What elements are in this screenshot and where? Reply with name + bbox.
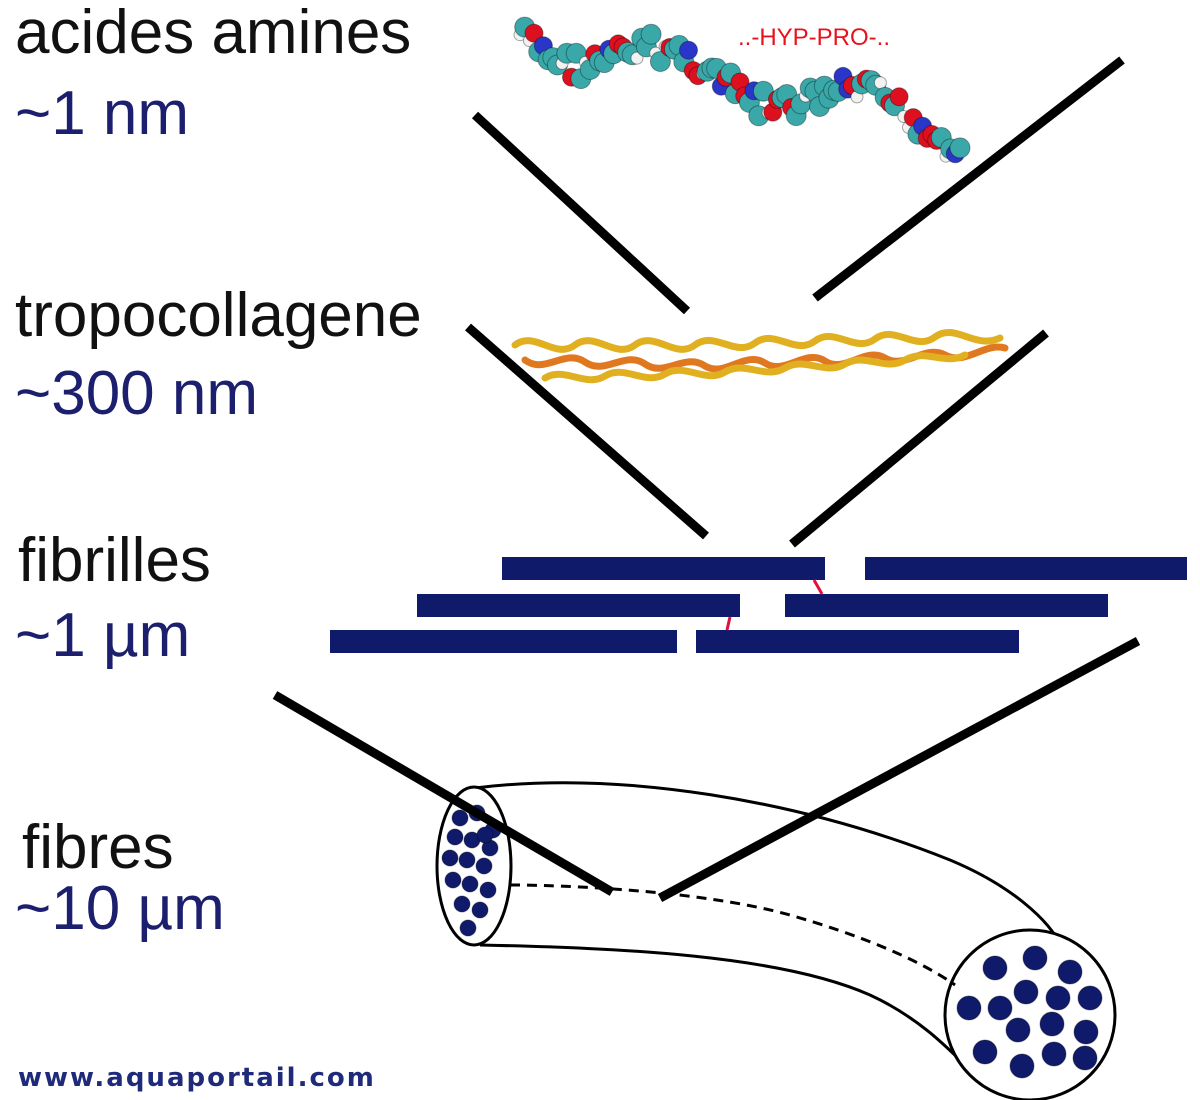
zoom-line: [272, 691, 615, 896]
level-name-fibers: fibres: [22, 813, 174, 882]
fibril-dot: [1057, 959, 1083, 985]
triple-helix-icon: [511, 329, 1009, 384]
fibril-dot: [1022, 945, 1048, 971]
fiber-outline-top: [474, 781, 1064, 949]
fibril-dot: [1077, 985, 1103, 1011]
fibril-bar: [417, 594, 740, 617]
atom: [679, 40, 698, 60]
fibril-dot: [1073, 1019, 1099, 1045]
atom: [889, 87, 909, 107]
zoom-line: [465, 323, 709, 540]
fibril-dot: [461, 875, 479, 893]
atom: [752, 80, 774, 102]
fibril-dot: [1039, 1011, 1065, 1037]
atom: [949, 137, 971, 159]
fibril-bar: [696, 630, 1019, 653]
level-size-fibrils: ~1 µm: [15, 601, 191, 670]
crosslink-mark: [725, 616, 732, 631]
fibril-dot: [459, 919, 477, 937]
fibril-dot: [441, 849, 459, 867]
fibril-dot: [1041, 1041, 1067, 1067]
atom: [649, 51, 671, 72]
fibril-dot: [453, 895, 471, 913]
level-name-amino-acids: acides amines: [15, 0, 412, 67]
fibril-dot: [458, 851, 476, 869]
level-size-tropocollagen: ~300 nm: [15, 359, 259, 428]
fibril-dot: [444, 871, 462, 889]
fibril-bar: [865, 557, 1187, 580]
atom: [640, 23, 662, 45]
zoom-connectors: [272, 56, 1141, 902]
fibril-dot: [982, 955, 1008, 981]
fibril-dot: [987, 995, 1013, 1021]
fibril-bar: [785, 594, 1108, 617]
atom: [873, 76, 887, 90]
fiber-hidden-edge: [509, 883, 956, 987]
zoom-line: [657, 637, 1141, 902]
sequence-label: ..-HYP-PRO-..: [738, 24, 891, 51]
fibril-dot: [451, 809, 469, 827]
fibril-dot: [476, 826, 494, 844]
fibril-bar: [502, 557, 825, 580]
zoom-line: [789, 329, 1049, 548]
zoom-line: [812, 56, 1125, 302]
fibril-dot: [956, 995, 982, 1021]
fibril-dot: [972, 1039, 998, 1065]
collagen-fiber-icon: [435, 781, 1117, 1100]
fibril-bar: [330, 630, 677, 653]
level-name-tropocollagen: tropocollagene: [15, 281, 422, 350]
site-credit: www.aquaportail.com: [18, 1063, 376, 1093]
fibril-dot: [1045, 985, 1071, 1011]
fibril-dot: [471, 901, 489, 919]
fibril-cross-sections-right: [956, 945, 1103, 1079]
fibril-dot: [1072, 1045, 1098, 1071]
level-size-fibers: ~10 µm: [15, 874, 225, 943]
fibril-dot: [1009, 1053, 1035, 1079]
fibril-dot: [1005, 1017, 1031, 1043]
atom: [524, 23, 544, 43]
zoom-line: [471, 111, 691, 315]
fibril-dot: [475, 857, 493, 875]
amino-acid-molecule-icon: [513, 16, 971, 164]
fiber-outline-bottom: [479, 943, 977, 1077]
crosslink-mark: [812, 579, 824, 595]
fibril-dot: [446, 828, 464, 846]
level-name-fibrils: fibrilles: [18, 526, 211, 595]
atom: [630, 51, 644, 65]
level-size-amino-acids: ~1 nm: [15, 79, 190, 148]
helix-strand-1: [511, 329, 1004, 353]
fibril-dot: [479, 881, 497, 899]
fibril-dot: [1013, 979, 1039, 1005]
fibril-bundle: [330, 557, 1187, 653]
helix-strand-3: [541, 351, 969, 384]
